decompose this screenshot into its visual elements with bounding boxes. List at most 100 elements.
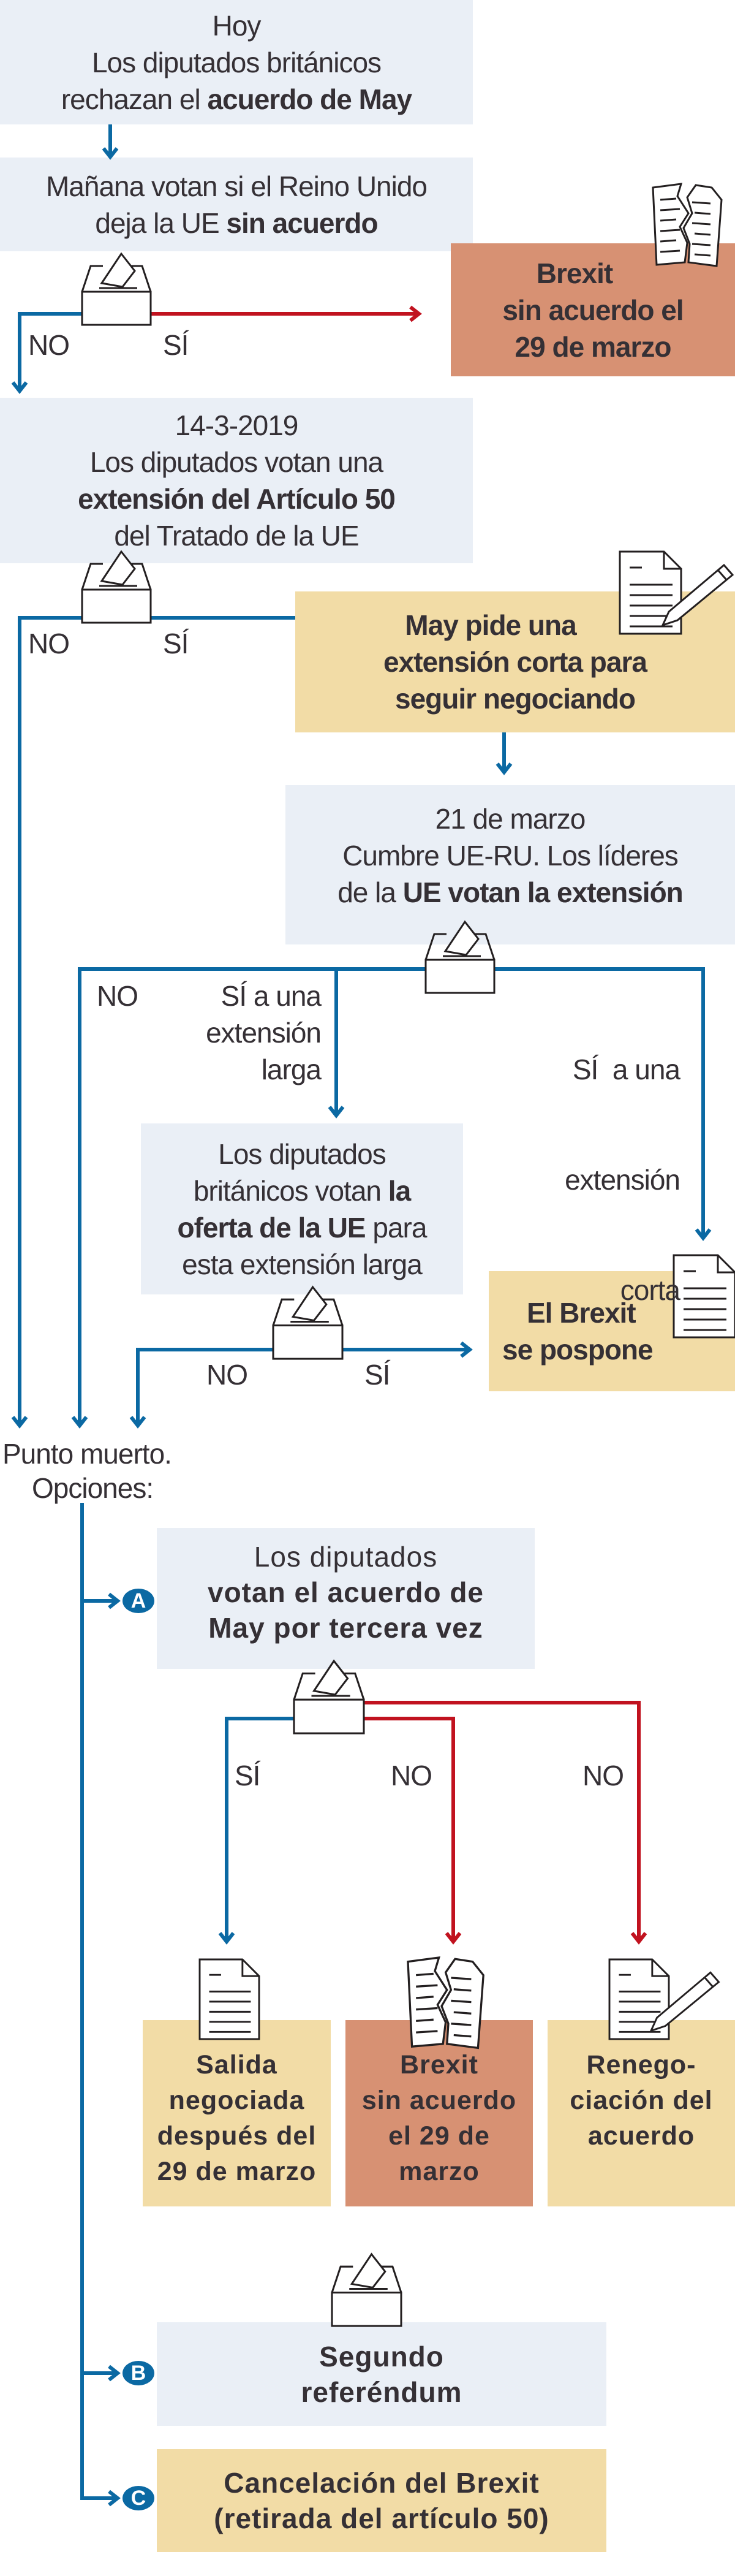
- outcome-negotiated-exit: Salida negociada después del 29 de marzo: [143, 2020, 331, 2206]
- step-text: oferta de la UE para: [177, 1209, 428, 1246]
- text-regular: de la: [337, 876, 403, 908]
- vote-label-si: SÍ: [235, 1760, 260, 1791]
- step-date: 21 de marzo: [435, 803, 586, 835]
- step-extension-vote-box: 14-3-2019 Los diputados votan una extens…: [0, 398, 473, 563]
- vote-label-no: NO: [28, 329, 70, 361]
- step-text: esta extensión larga: [182, 1248, 423, 1280]
- arrow-head-icon: [409, 305, 422, 322]
- text-regular: británicos votan: [193, 1174, 388, 1207]
- arrow-head-icon: [71, 1416, 88, 1429]
- vote-label-no: NO: [391, 1760, 432, 1791]
- vote-label-no: NO: [206, 1359, 248, 1391]
- text-bold: May por tercera vez: [208, 1612, 483, 1644]
- arrow-head-icon: [328, 1106, 345, 1119]
- ballot-box-icon: [81, 252, 152, 326]
- arrow-head-icon: [460, 1341, 473, 1358]
- outcome-text: se pospone: [502, 1334, 654, 1366]
- outcome-text: negociada: [168, 2086, 305, 2115]
- text-regular: deja la UE: [95, 207, 227, 239]
- step-today-box: Hoy Los diputados británicos rechazan el…: [0, 0, 473, 124]
- step-text: británicos votan la: [193, 1172, 411, 1209]
- arrow-head-icon: [496, 762, 513, 775]
- vote-label-si: SÍ: [364, 1359, 390, 1391]
- option-c-badge: C: [123, 2486, 154, 2510]
- arrow-head-icon: [11, 381, 28, 394]
- step-text: Los diputados británicos: [91, 46, 382, 78]
- outcome-text: extensión corta para: [383, 646, 647, 678]
- arrow-head-icon: [11, 1416, 28, 1429]
- text-bold: oferta de la UE: [177, 1211, 366, 1244]
- connector-line-no: [364, 1701, 641, 1940]
- label-line: extensión: [565, 1164, 680, 1196]
- outcome-no-deal: Brexit sin acuerdo el 29 de marzo: [345, 2020, 533, 2206]
- arrow-head-icon: [218, 1932, 235, 1945]
- vote-label-no: NO: [97, 980, 138, 1012]
- outcome-text: seguir negociando: [395, 683, 636, 715]
- arrow-head-icon: [630, 1932, 647, 1945]
- connector-line-no: [136, 1348, 273, 1424]
- outcome-text: después del: [157, 2121, 317, 2151]
- ballot-box-icon: [331, 2252, 402, 2327]
- options-trunk-line: [80, 1503, 116, 2500]
- text-bold: sin acuerdo: [226, 207, 378, 239]
- deadlock-title: Punto muerto.: [2, 1438, 172, 1470]
- connector-line-no: [18, 616, 82, 1424]
- vote-label-no: NO: [582, 1760, 624, 1791]
- outcome-text: El Brexit: [527, 1297, 636, 1329]
- text-bold: acuerdo de May: [207, 83, 412, 115]
- vote-label-si-long: SÍ a una extensión larga: [184, 978, 322, 1088]
- step-tomorrow-box: Mañana votan si el Reino Unido deja la U…: [0, 158, 473, 251]
- outcome-text: Brexit: [536, 257, 613, 289]
- outcome-text: sin acuerdo el: [502, 294, 684, 326]
- text-bold: Segundo: [319, 2340, 444, 2373]
- step-text: Mañana votan si el Reino Unido: [45, 170, 428, 202]
- text-regular: rechazan el: [61, 83, 208, 115]
- option-b-badge: B: [123, 2361, 154, 2385]
- text-bold: Cancelación del Brexit: [224, 2467, 540, 2499]
- label-line: extensión: [206, 1017, 322, 1049]
- step-text: rechazan el acuerdo de May: [61, 81, 412, 118]
- option-c-box: Cancelación del Brexit (retirada del art…: [157, 2449, 606, 2552]
- step-text: Los diputados: [254, 1541, 438, 1573]
- outcome-renegotiation: Renego- ciación del acuerdo: [548, 2020, 735, 2206]
- outcome-text: Salida: [196, 2050, 277, 2080]
- arrow-head-icon: [108, 1592, 121, 1609]
- extension-request-box: May pide una extensión corta para seguir…: [295, 591, 735, 732]
- vote-label-si: SÍ: [163, 329, 189, 361]
- text-bold: (retirada del artículo 50): [214, 2502, 549, 2534]
- label-line: SÍ a una: [572, 1054, 680, 1085]
- outcome-text: sin acuerdo: [361, 2086, 517, 2115]
- label-line: corta: [620, 1274, 680, 1306]
- arrow-head-icon: [695, 1228, 712, 1241]
- ballot-box-icon: [293, 1659, 365, 1734]
- text-regular: para: [365, 1211, 427, 1244]
- outcome-text: Renego-: [586, 2050, 696, 2080]
- outcome-text: ciación del: [570, 2086, 713, 2115]
- vote-label-si: SÍ: [163, 628, 189, 659]
- outcome-text: May pide una: [405, 609, 576, 641]
- step-text: Los diputados votan una: [89, 446, 383, 478]
- outcome-text: acuerdo: [587, 2121, 695, 2151]
- outcome-text: Brexit: [400, 2050, 478, 2080]
- connector-line-si: [225, 1717, 294, 1940]
- label-line: SÍ a una: [221, 980, 322, 1012]
- step-text: Los diputados: [218, 1138, 386, 1170]
- step-date: Hoy: [212, 9, 262, 42]
- text-bold: extensión del Artículo 50: [78, 483, 396, 515]
- step-text: de la UE votan la extensión: [337, 874, 684, 911]
- step-date: 14-3-2019: [175, 409, 299, 441]
- option-b-box: Segundo referéndum: [157, 2322, 606, 2426]
- arrow-head-icon: [108, 2490, 121, 2507]
- deadlock-options-label: Opciones:: [32, 1472, 154, 1504]
- outcome-text: marzo: [399, 2157, 480, 2186]
- text-bold: UE votan la extensión: [402, 876, 684, 908]
- text-bold: la: [388, 1174, 411, 1207]
- step-text: del Tratado de la UE: [114, 520, 359, 552]
- outcome-text: 29 de marzo: [514, 330, 672, 363]
- label-line: larga: [261, 1054, 322, 1085]
- arrow-head-icon: [108, 2365, 121, 2382]
- summit-box: 21 de marzo Cumbre UE-RU. Los líderes de…: [285, 785, 735, 944]
- connector-line-no: [364, 1717, 455, 1940]
- outcome-text: el 29 de: [388, 2121, 490, 2151]
